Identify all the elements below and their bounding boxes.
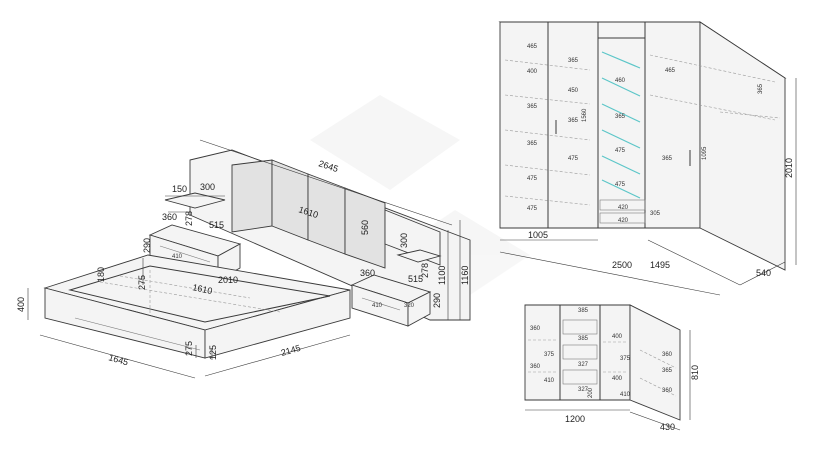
headboard-right-panel xyxy=(384,209,441,266)
dresser-internals xyxy=(528,305,677,400)
dim-410-left: 410 xyxy=(172,254,183,260)
col2-label: 475 xyxy=(568,156,579,162)
dim-1005: 1005 xyxy=(528,230,548,240)
dim-515-right: 515 xyxy=(408,274,423,284)
dim-300-right: 300 xyxy=(399,233,409,248)
wardrobe-labels: 1005 2500 1495 540 2010 465 400 365 365 … xyxy=(527,44,794,278)
wardrobe-side xyxy=(699,21,786,271)
dim-560: 560 xyxy=(360,220,370,235)
dresser-right-label: 400 xyxy=(612,334,623,340)
col1-label: 475 xyxy=(527,176,538,182)
dresser-side-label: 365 xyxy=(662,368,673,374)
bed-frame xyxy=(43,254,351,359)
dim-810: 810 xyxy=(690,365,700,380)
dresser-mid-label: 200 xyxy=(588,387,594,398)
shelf-right xyxy=(396,249,442,263)
bed-labels: 2645 150 300 1610 560 1100 1160 360 278 … xyxy=(16,158,470,367)
dresser-mid-label: 385 xyxy=(578,308,589,314)
mirror-door xyxy=(597,37,646,229)
dim-1200: 1200 xyxy=(565,414,585,424)
dim-2645: 2645 xyxy=(317,158,339,174)
dresser-mid-label: 327 xyxy=(578,362,589,368)
dresser-left-label: 375 xyxy=(544,352,555,358)
wardrobe-shelves xyxy=(504,54,781,224)
cushion xyxy=(231,159,273,233)
dim-278-left: 278 xyxy=(184,211,194,226)
col3-label: 475 xyxy=(615,148,626,154)
drawer-label: 305 xyxy=(650,211,661,217)
dresser-mid-label: 385 xyxy=(578,336,589,342)
dresser-drawing: 1200 430 810 360 375 360 410 385 385 327… xyxy=(524,304,700,432)
dim-360-left: 360 xyxy=(162,212,177,222)
nightstand-right xyxy=(350,274,432,327)
col1-label: 400 xyxy=(527,69,538,75)
col3-label: 460 xyxy=(615,78,626,84)
dim-1495: 1495 xyxy=(650,260,670,270)
dim-1560: 1560 xyxy=(582,108,588,122)
dresser-front xyxy=(524,304,631,401)
dim-125-leg: 125 xyxy=(208,345,218,360)
dresser-side-label: 360 xyxy=(662,352,673,358)
dresser-right-label: 375 xyxy=(620,356,631,362)
dresser-labels: 1200 430 810 360 375 360 410 385 385 327… xyxy=(530,308,700,432)
dresser-left-label: 360 xyxy=(530,364,541,370)
dim-400: 400 xyxy=(16,297,26,312)
wardrobe-doors xyxy=(547,22,691,229)
shelf-left xyxy=(164,192,226,209)
dresser-dimensions xyxy=(525,330,691,431)
dim-540: 540 xyxy=(756,268,771,278)
dim-2500: 2500 xyxy=(612,260,632,270)
col4-label: 465 xyxy=(665,68,676,74)
col4-label: 365 xyxy=(662,156,673,162)
dim-2010: 2010 xyxy=(218,275,238,285)
col1-label: 475 xyxy=(527,206,538,212)
bed-drawing: 2645 150 300 1610 560 1100 1160 360 278 … xyxy=(16,139,471,379)
dim-275-leg: 275 xyxy=(184,341,194,356)
dim-278-right: 278 xyxy=(420,263,430,278)
dresser-right-label: 410 xyxy=(620,392,631,398)
wardrobe-dimensions xyxy=(499,78,797,296)
dim-515-left: 515 xyxy=(209,220,224,230)
wardrobe-front xyxy=(499,21,701,229)
wardrobe-drawing: 1005 2500 1495 540 2010 465 400 365 365 … xyxy=(498,21,797,296)
col1-label: 365 xyxy=(527,141,538,147)
col4-label: 1095 xyxy=(702,146,708,160)
dim-2010-wardrobe: 2010 xyxy=(784,158,794,178)
col3-label: 475 xyxy=(615,182,626,188)
dim-410-right: 410 xyxy=(372,303,383,309)
headboard-cushions xyxy=(231,159,386,269)
dim-430: 430 xyxy=(660,422,675,432)
dim-290-left: 290 xyxy=(142,238,152,253)
dresser-right-label: 400 xyxy=(612,376,623,382)
dresser-left-label: 410 xyxy=(544,378,555,384)
col2-label: 450 xyxy=(568,88,579,94)
dim-360-right: 360 xyxy=(360,268,375,278)
dresser-left-label: 360 xyxy=(530,326,541,332)
dim-1645: 1645 xyxy=(107,352,129,367)
drawer-label: 420 xyxy=(618,218,629,224)
col1-label: 465 xyxy=(527,44,538,50)
dim-180: 180 xyxy=(96,267,106,282)
dresser-side-label: 360 xyxy=(662,388,673,394)
cushion xyxy=(271,159,309,241)
col3-label: 365 xyxy=(615,114,626,120)
dresser-mid-label: 327 xyxy=(578,387,589,393)
dim-300: 300 xyxy=(200,182,215,192)
dim-290-right: 290 xyxy=(432,293,442,308)
dim-2145: 2145 xyxy=(280,343,302,358)
dim-275-frame: 275 xyxy=(137,275,147,290)
dim-1610-frame: 1610 xyxy=(192,282,214,296)
dim-365-right: 365 xyxy=(758,83,764,94)
bed-dimensions xyxy=(27,139,461,379)
dim-320-right: 320 xyxy=(404,303,415,309)
dim-150: 150 xyxy=(172,184,187,194)
col2-label: 365 xyxy=(568,118,579,124)
dim-1160: 1160 xyxy=(460,266,470,285)
col1-label: 365 xyxy=(527,104,538,110)
drawer-label: 420 xyxy=(618,205,629,211)
dresser-side xyxy=(629,304,681,421)
dim-1100: 1100 xyxy=(437,266,447,285)
col2-label: 365 xyxy=(568,58,579,64)
